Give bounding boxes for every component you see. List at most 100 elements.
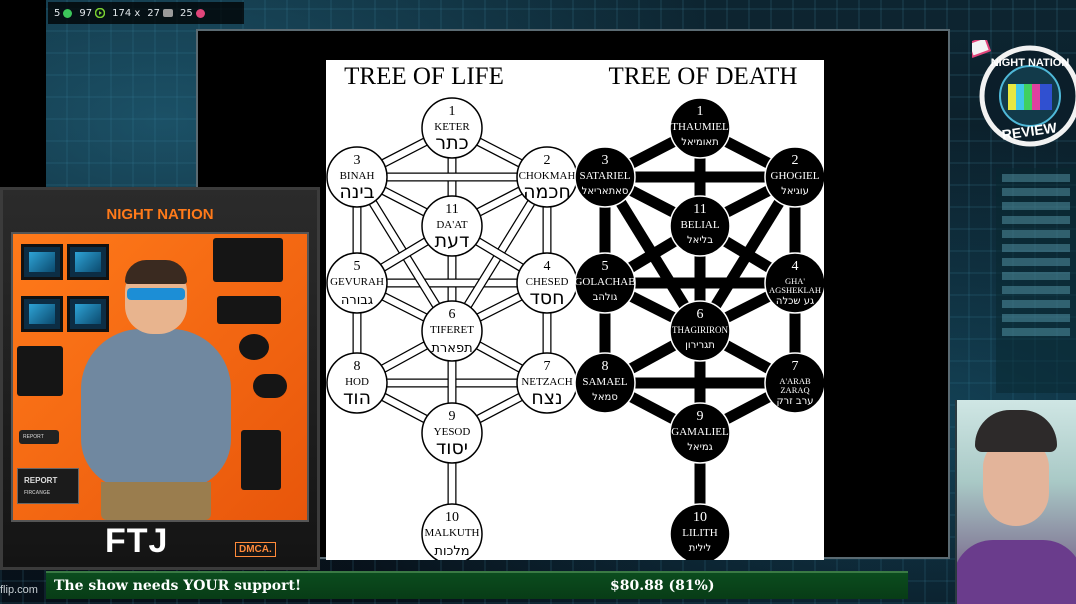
life-node-number: 2: [544, 153, 551, 168]
life-node-hebrew: חכמה: [523, 181, 571, 203]
logo-line2: REVIEW: [1001, 119, 1059, 143]
death-node-hebrew: גולהב: [593, 292, 618, 303]
death-node-hebrew: סאתאריאל: [582, 186, 629, 197]
life-node-circle: [421, 195, 483, 257]
night-nation-review-logo: NIGHT NATION REVIEW: [966, 36, 1076, 158]
stat-value: 97: [79, 7, 93, 19]
life-node-hebrew: דעת: [435, 230, 470, 252]
death-node-name: A'ARAB: [779, 376, 811, 386]
death-node-name: SAMAEL: [582, 376, 628, 388]
tree-of-life-title: TREE OF LIFE: [344, 63, 504, 90]
life-node-number: 9: [449, 409, 456, 424]
life-node-hebrew: גבורה: [341, 293, 373, 308]
death-node-hebrew: תאומיאל: [681, 137, 718, 148]
death-node-name: GAMALIEL: [671, 426, 729, 438]
death-node-name: BELIAL: [680, 219, 719, 231]
console-gadget: [217, 296, 281, 324]
monitor-icon: [67, 296, 109, 332]
ticker-message: The show needs YOUR support!: [54, 578, 302, 594]
life-node-circle: [421, 300, 483, 362]
death-node-number: 3: [602, 153, 609, 168]
gun-gadget: [241, 430, 281, 490]
monitor-icon: [21, 244, 63, 280]
life-node-name: GEVURAH: [330, 276, 384, 288]
dmca-badge: DMCA.: [235, 542, 276, 557]
life-node-hebrew: חסד: [529, 287, 564, 309]
death-node-hebrew: תגרירון: [685, 340, 715, 351]
cam-shirt: [957, 540, 1076, 604]
stat-value: 27: [147, 7, 161, 19]
stat-multiplier: 174 x: [112, 8, 140, 19]
report-label: REPORT: [24, 476, 58, 485]
death-node-hebrew: לילית: [689, 543, 711, 554]
death-node-circle: [574, 352, 636, 414]
stat-chat: 27: [147, 7, 174, 19]
report-card: REPORT FIRCANGE: [17, 468, 79, 504]
death-node-hebrew: סמאל: [592, 392, 618, 403]
life-node-circle: [326, 252, 388, 314]
stat-badge: 25: [180, 8, 205, 19]
death-node-circle: [574, 252, 636, 314]
death-node-name2: AGSHEKLAH: [769, 285, 821, 295]
death-node-name: THAUMIEL: [671, 121, 729, 133]
tree-svg: TREE OF LIFE TREE OF DEATH 1KETERכתר2CHO…: [326, 63, 826, 565]
stat-value: 5: [54, 7, 61, 19]
death-node-circle: [669, 300, 731, 362]
webcam-feed: [955, 400, 1076, 604]
stat-followers: 5: [54, 7, 73, 19]
life-node-hebrew: נצח: [531, 387, 562, 409]
death-node-number: 4: [792, 259, 799, 274]
death-node-number: 9: [697, 409, 704, 424]
death-node-number: 5: [602, 259, 609, 274]
life-node-name: TIFERET: [430, 324, 474, 336]
death-node-hebrew: בליאל: [687, 235, 713, 246]
webcam-gadget: [239, 334, 269, 360]
death-node-number: 1: [697, 104, 704, 119]
life-node-name: MALKUTH: [425, 527, 480, 539]
life-node-number: 5: [354, 259, 361, 274]
stat-value: 25: [180, 7, 193, 19]
death-node-name: THAGIRIRON: [672, 325, 728, 335]
death-node-number: 2: [792, 153, 799, 168]
death-node-name: LILITH: [682, 527, 717, 539]
chat-icon: [163, 9, 174, 17]
monitor-icon: [21, 296, 63, 332]
death-node-name: SATARIEL: [579, 170, 630, 182]
life-node-name: DA'AT: [436, 219, 468, 231]
life-node-hebrew: מלכות: [434, 544, 469, 559]
death-node-number: 10: [693, 510, 707, 525]
death-node-number: 7: [792, 359, 799, 374]
life-node-hebrew: הוד: [343, 387, 371, 409]
life-node-number: 4: [544, 259, 551, 274]
death-node-number: 8: [602, 359, 609, 374]
plus-icon: [63, 8, 73, 18]
report-small-label: FIRCANGE: [24, 490, 51, 496]
figure-body: [81, 329, 231, 489]
sunglasses: [127, 288, 185, 300]
tree-of-death-title: TREE OF DEATH: [609, 63, 798, 90]
life-node-hebrew: בינה: [339, 181, 374, 203]
play-icon: [95, 8, 106, 18]
death-node-hebrew: עוגיאל: [781, 186, 809, 197]
death-node-number: 11: [693, 202, 706, 217]
death-node-hebrew: גע שכלה: [776, 296, 814, 307]
cam-cap: [975, 410, 1057, 452]
figure-hair: [125, 260, 187, 284]
hud-side-panel: [996, 168, 1076, 393]
life-node-circle: [421, 402, 483, 464]
